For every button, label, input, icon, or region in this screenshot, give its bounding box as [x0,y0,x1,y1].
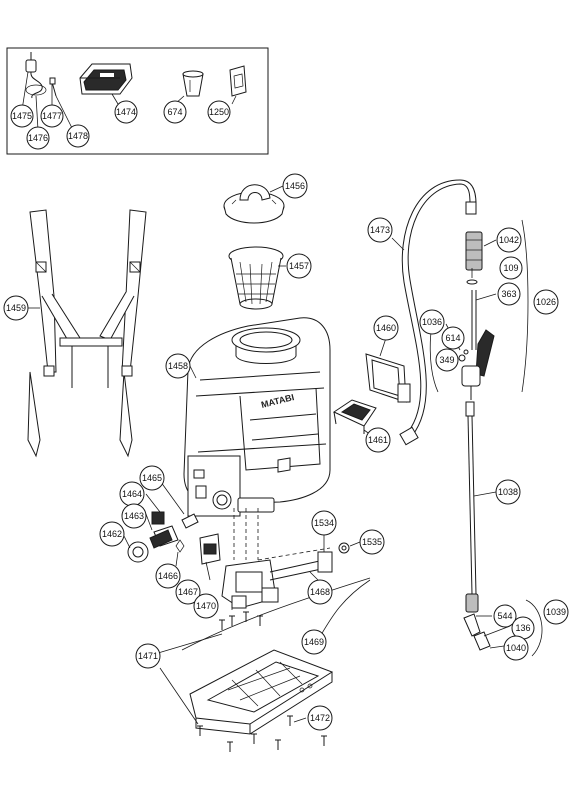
spray-hose-drawing [399,179,477,446]
charger-drawing [25,52,47,99]
callout-363: 363 [497,282,521,306]
callout-1478: 1478 [66,124,90,148]
svg-text:1467: 1467 [178,587,198,597]
callout-1473: 1473 [367,217,393,243]
pump-assembly-drawing [221,542,350,609]
svg-text:1460: 1460 [376,323,396,333]
label-card-drawing [229,65,247,97]
callout-1039: 1039 [543,599,569,625]
svg-text:1475: 1475 [12,111,32,121]
switch-parts-drawing [127,511,221,565]
callout-349: 349 [435,348,459,372]
svg-text:1042: 1042 [499,235,519,245]
battery-drawing [79,63,133,95]
callout-1471: 1471 [135,643,161,669]
callout-1475: 1475 [10,104,34,128]
svg-text:1534: 1534 [314,518,334,528]
callout-1535: 1535 [359,529,385,555]
svg-text:1036: 1036 [422,317,442,327]
svg-text:1478: 1478 [68,131,88,141]
svg-text:1469: 1469 [304,637,324,647]
spray-handle-drawing [458,231,495,400]
strainer-basket-drawing [228,246,284,310]
callout-1461: 1461 [365,427,391,453]
svg-text:1535: 1535 [362,537,382,547]
callout-1468: 1468 [307,579,333,605]
svg-text:1470: 1470 [196,601,216,611]
svg-text:1464: 1464 [122,489,142,499]
svg-text:1471: 1471 [138,651,158,661]
sprayer-tank-drawing: MATABI [183,317,331,560]
svg-text:1472: 1472 [310,713,330,723]
cable-drawing [49,77,57,97]
svg-text:363: 363 [501,289,516,299]
callout-1459: 1459 [3,295,29,321]
mounting-frame-drawing [365,353,411,403]
callout-1463: 1463 [121,503,147,529]
callout-1460: 1460 [373,315,399,341]
callout-1470: 1470 [193,593,219,619]
base-tray-drawing [189,649,334,735]
callout-1465: 1465 [139,465,165,491]
svg-text:1473: 1473 [370,225,390,235]
battery-holder-drawing [332,399,377,434]
svg-text:1456: 1456 [285,181,305,191]
svg-text:1461: 1461 [368,435,388,445]
spray-lance-drawing [465,401,479,613]
svg-text:1463: 1463 [124,511,144,521]
callout-1457: 1457 [286,253,312,279]
svg-text:1476: 1476 [28,133,48,143]
svg-text:1038: 1038 [498,487,518,497]
callout-1038: 1038 [495,479,521,505]
callout-674: 674 [163,100,187,124]
measuring-cup-drawing [182,70,204,97]
svg-text:1026: 1026 [536,297,556,307]
svg-text:136: 136 [515,623,530,633]
callout-1474: 1474 [114,100,138,124]
callout-1026: 1026 [533,289,559,315]
callout-1462: 1462 [99,521,125,547]
svg-text:1474: 1474 [116,107,136,117]
svg-text:614: 614 [445,333,460,343]
callout-1467: 1467 [175,579,201,605]
callout-1469: 1469 [301,629,327,655]
callout-1040: 1040 [503,635,529,661]
svg-text:1250: 1250 [209,107,229,117]
svg-text:109: 109 [503,263,518,273]
svg-text:1457: 1457 [289,261,309,271]
callout-1534: 1534 [311,510,337,536]
screws-drawing [197,611,327,752]
svg-text:674: 674 [167,107,182,117]
callout-614: 614 [441,326,465,350]
svg-text:1466: 1466 [158,571,178,581]
callout-1042: 1042 [496,227,522,253]
callout-1458: 1458 [165,353,191,379]
svg-text:1459: 1459 [6,303,26,313]
svg-text:1458: 1458 [168,361,188,371]
svg-text:349: 349 [439,355,454,365]
nozzle-assembly-drawing [463,613,491,651]
svg-text:1477: 1477 [42,111,62,121]
callout-544: 544 [493,604,517,628]
svg-text:1468: 1468 [310,587,330,597]
callout-1464: 1464 [119,481,145,507]
callout-1036: 1036 [419,309,445,335]
callout-1456: 1456 [282,173,308,199]
callout-1476: 1476 [26,126,50,150]
callout-1477: 1477 [40,104,64,128]
shoulder-straps-drawing [27,209,147,458]
svg-text:1039: 1039 [546,607,566,617]
svg-text:1465: 1465 [142,473,162,483]
callout-109: 109 [499,256,523,280]
svg-text:1462: 1462 [102,529,122,539]
callout-1466: 1466 [155,563,181,589]
tank-lid-drawing [223,184,285,224]
callout-1472: 1472 [307,705,333,731]
accessories-box [6,47,269,155]
callout-1250: 1250 [207,100,231,124]
svg-text:1040: 1040 [506,643,526,653]
svg-text:544: 544 [497,611,512,621]
